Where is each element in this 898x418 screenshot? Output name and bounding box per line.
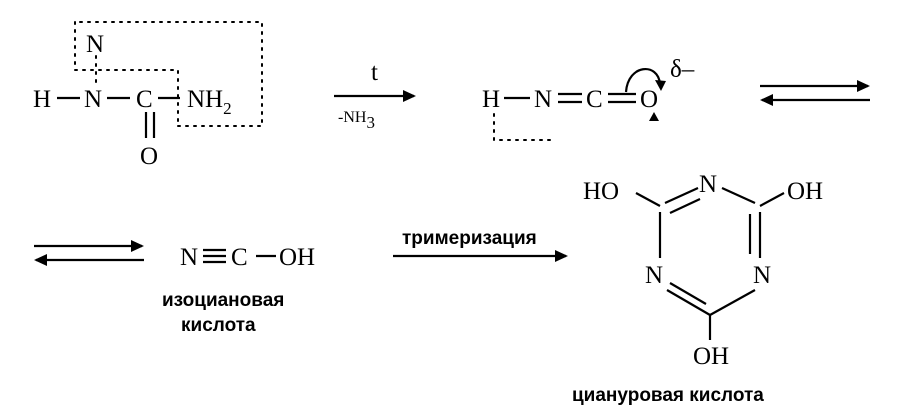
hnco-dotted-path	[493, 113, 553, 141]
ring-bond-c1-n1-inner	[669, 198, 701, 214]
electron-shift-arrow-head	[655, 80, 666, 91]
cyanuric-name: циануровая кислота	[572, 385, 764, 406]
bond-c1-oh	[635, 192, 661, 207]
urea-nh2: NH2	[187, 86, 232, 118]
ring-bond-c3-n3	[666, 289, 711, 316]
equilibrium-arrows-top	[760, 80, 870, 106]
cyanuric-acid: HO N OH N N OH циануровая кислота	[572, 171, 823, 406]
cyanuric-n-right: N	[753, 262, 771, 289]
isocyanic-name-line2: кислота	[181, 315, 256, 336]
isocyanic-oh: OH	[279, 244, 315, 271]
cyanuric-oh-bottom: OH	[693, 343, 729, 370]
arrow-trimerization: тримеризация	[393, 228, 568, 262]
cyanuric-n-top: N	[699, 171, 717, 198]
ring-bond-c3-n3-inner	[669, 282, 707, 305]
electron-shift-arrow	[624, 67, 662, 93]
eq1-forward-head	[857, 80, 870, 92]
urea-c: C	[136, 86, 153, 113]
arrow-heating: t -NH3	[334, 59, 416, 132]
hnco-molecule: H N C O δ–	[482, 56, 695, 141]
ring-bond-n1-c2	[721, 186, 756, 205]
ring-bond-c1-n1	[664, 186, 699, 205]
arrow1-below: -NH3	[338, 109, 375, 132]
isocyanic-name-line1: изоциановая	[162, 290, 284, 311]
eq2-back-head	[34, 254, 47, 266]
arrow1-above: t	[371, 59, 378, 86]
urea-n: N	[84, 86, 102, 113]
arrow2-head	[555, 250, 568, 262]
ring-bond-n2-c3	[709, 289, 756, 316]
hnco-h: H	[482, 86, 500, 113]
urea-o: O	[140, 143, 158, 170]
urea-h: H	[33, 86, 51, 113]
urea-top-n: N	[86, 31, 104, 58]
arrow1-head	[403, 90, 416, 102]
hnco-o: O	[640, 86, 658, 113]
isocyanic-acid: N C OH изоциановая кислота	[162, 244, 315, 336]
cyanuric-ho-left: HO	[583, 178, 619, 205]
arrow2-label: тримеризация	[402, 228, 537, 249]
cyanuric-oh-right: OH	[787, 178, 823, 205]
urea-molecule: N H N C NH2 O	[33, 21, 263, 170]
hnco-n: N	[534, 86, 552, 113]
hnco-charge: δ–	[670, 56, 695, 83]
hnco-c: C	[586, 86, 603, 113]
urea-dotted-left-box	[74, 21, 179, 127]
equilibrium-arrows-bottom	[34, 240, 144, 266]
isocyanic-n: N	[180, 244, 198, 271]
proton-attack-marker	[649, 112, 659, 121]
cyanuric-n-left: N	[645, 262, 663, 289]
bond-c2-oh	[759, 192, 785, 207]
urea-dotted-right-box	[74, 21, 263, 127]
eq2-forward-head	[131, 240, 144, 252]
isocyanic-c: C	[231, 244, 248, 271]
eq1-back-head	[760, 94, 773, 106]
